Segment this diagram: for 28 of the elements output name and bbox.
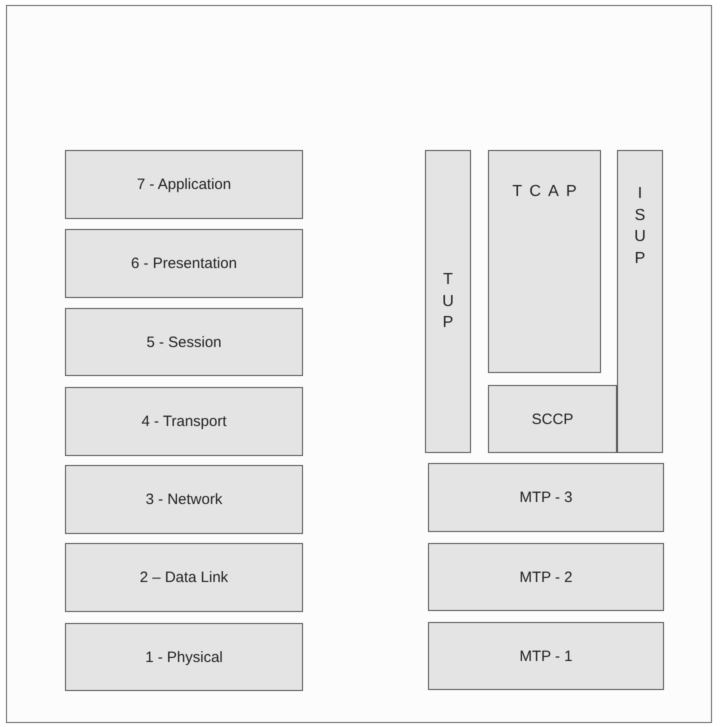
- layer-box: [65, 229, 303, 298]
- layer-label: MTP - 2: [519, 568, 573, 586]
- layer-label: SCCP: [532, 410, 574, 428]
- protocol-column: [617, 150, 663, 453]
- layer-box: [428, 543, 664, 611]
- layer-box: [65, 308, 303, 376]
- layer-label: 3 - Network: [146, 491, 222, 508]
- layer-label: 2 – Data Link: [140, 569, 228, 586]
- layer-box: [488, 385, 617, 453]
- layer-box: [65, 623, 303, 691]
- layer-label: MTP - 1: [519, 648, 573, 664]
- layer-label: 7 - Application: [136, 176, 232, 193]
- layer-label: TCAP: [512, 183, 584, 201]
- layer-box: [428, 463, 664, 532]
- layer-box: [65, 150, 303, 219]
- layer-label: 4 - Transport: [141, 413, 227, 430]
- protocol-column: [425, 150, 471, 453]
- protocol-box: [488, 150, 601, 373]
- layer-label: 6 - Presentation: [131, 255, 237, 272]
- layer-label: 1 - Physical: [145, 648, 223, 666]
- layer-box: [428, 622, 664, 690]
- layer-box: [65, 387, 303, 456]
- layer-label: MTP - 3: [519, 489, 573, 506]
- layer-label: 5 - Session: [146, 334, 222, 350]
- layer-label: TUP: [442, 270, 454, 334]
- layer-label: ISUP: [634, 184, 646, 269]
- layer-box: [65, 465, 303, 534]
- layer-box: [65, 543, 303, 612]
